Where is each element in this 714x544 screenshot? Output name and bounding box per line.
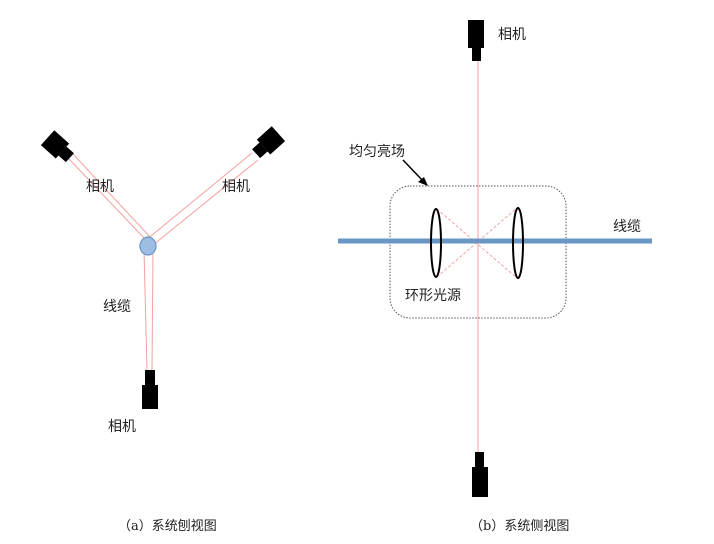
uniform-field-label: 均匀亮场 (349, 144, 405, 160)
camera-top-left-label: 相机 (86, 179, 114, 195)
camera-top-right-icon (252, 126, 286, 159)
caption-b: （b）系统侧视图 (470, 519, 570, 534)
cable-label-b: 线缆 (613, 219, 641, 235)
camera-top-center-icon (468, 20, 484, 61)
pointer-arrow (402, 159, 428, 186)
camera-bottom-icon (142, 370, 158, 409)
camera-bottom-label: 相机 (108, 419, 136, 435)
cable-label-a: 线缆 (103, 299, 131, 315)
panel-a-beams (67, 152, 259, 371)
camera-top-label-b: 相机 (498, 27, 526, 43)
ring-light-left-icon (430, 208, 442, 278)
cable-cross-section (139, 236, 157, 256)
uniform-field-region (389, 185, 567, 319)
camera-top-left-icon (40, 130, 74, 163)
ring-light-beams (436, 206, 519, 280)
camera-bottom-center-icon (472, 452, 488, 497)
camera-top-right-label: 相机 (222, 179, 250, 195)
ring-light-right-icon (512, 207, 524, 279)
ring-light-label: 环形光源 (405, 288, 461, 304)
caption-a: （a）系统刨视图 (118, 519, 217, 534)
